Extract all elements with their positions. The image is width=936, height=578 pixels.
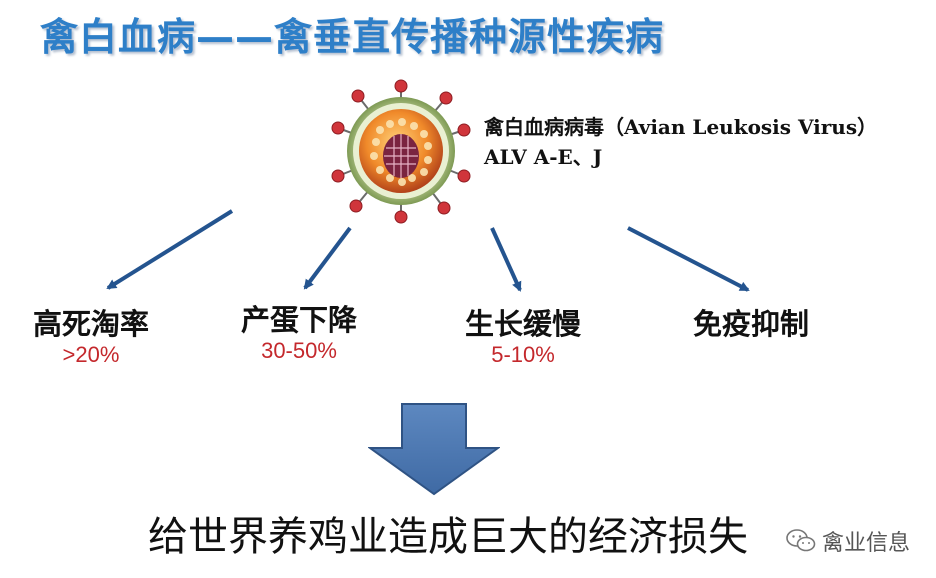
down-block-arrow [368,403,500,496]
effect-label: 产蛋下降 [240,303,357,337]
watermark-text: 禽业信息 [822,531,911,556]
page-title: 禽白血病——禽垂直传播种源性疾病 [40,15,665,59]
effect-value: 30-50% [261,338,337,363]
effect-mortality: 高死淘率 >20% [28,306,154,368]
conclusion-text: 给世界养鸡业造成巨大的经济损失 [148,514,748,560]
arrow-to-egg-drop [303,226,352,290]
effect-label: 生长缓慢 [464,307,581,341]
arrow-to-mortality [106,209,234,290]
effect-growth: 生长缓慢 5-10% [460,306,586,368]
effect-immunosuppression: 免疫抑制 [688,306,814,342]
effect-egg-drop: 产蛋下降 30-50% [236,302,362,364]
virus-types: ALV A-E、J [484,145,603,169]
virus-label: 禽白血病病毒（Avian Leukosis Virus） ALV A-E、J [484,112,877,172]
effect-value: 5-10% [491,342,555,367]
effect-label: 高死淘率 [32,307,149,341]
watermark: 禽业信息 [786,525,910,557]
virus-name: 禽白血病病毒（Avian Leukosis Virus） [484,115,878,139]
arrow-to-growth [490,227,522,292]
effect-label: 免疫抑制 [692,307,809,341]
effect-value: >20% [62,342,120,367]
virus-particle-icon [331,79,471,224]
arrow-to-immunosuppression [627,226,750,292]
wechat-icon [786,529,816,552]
